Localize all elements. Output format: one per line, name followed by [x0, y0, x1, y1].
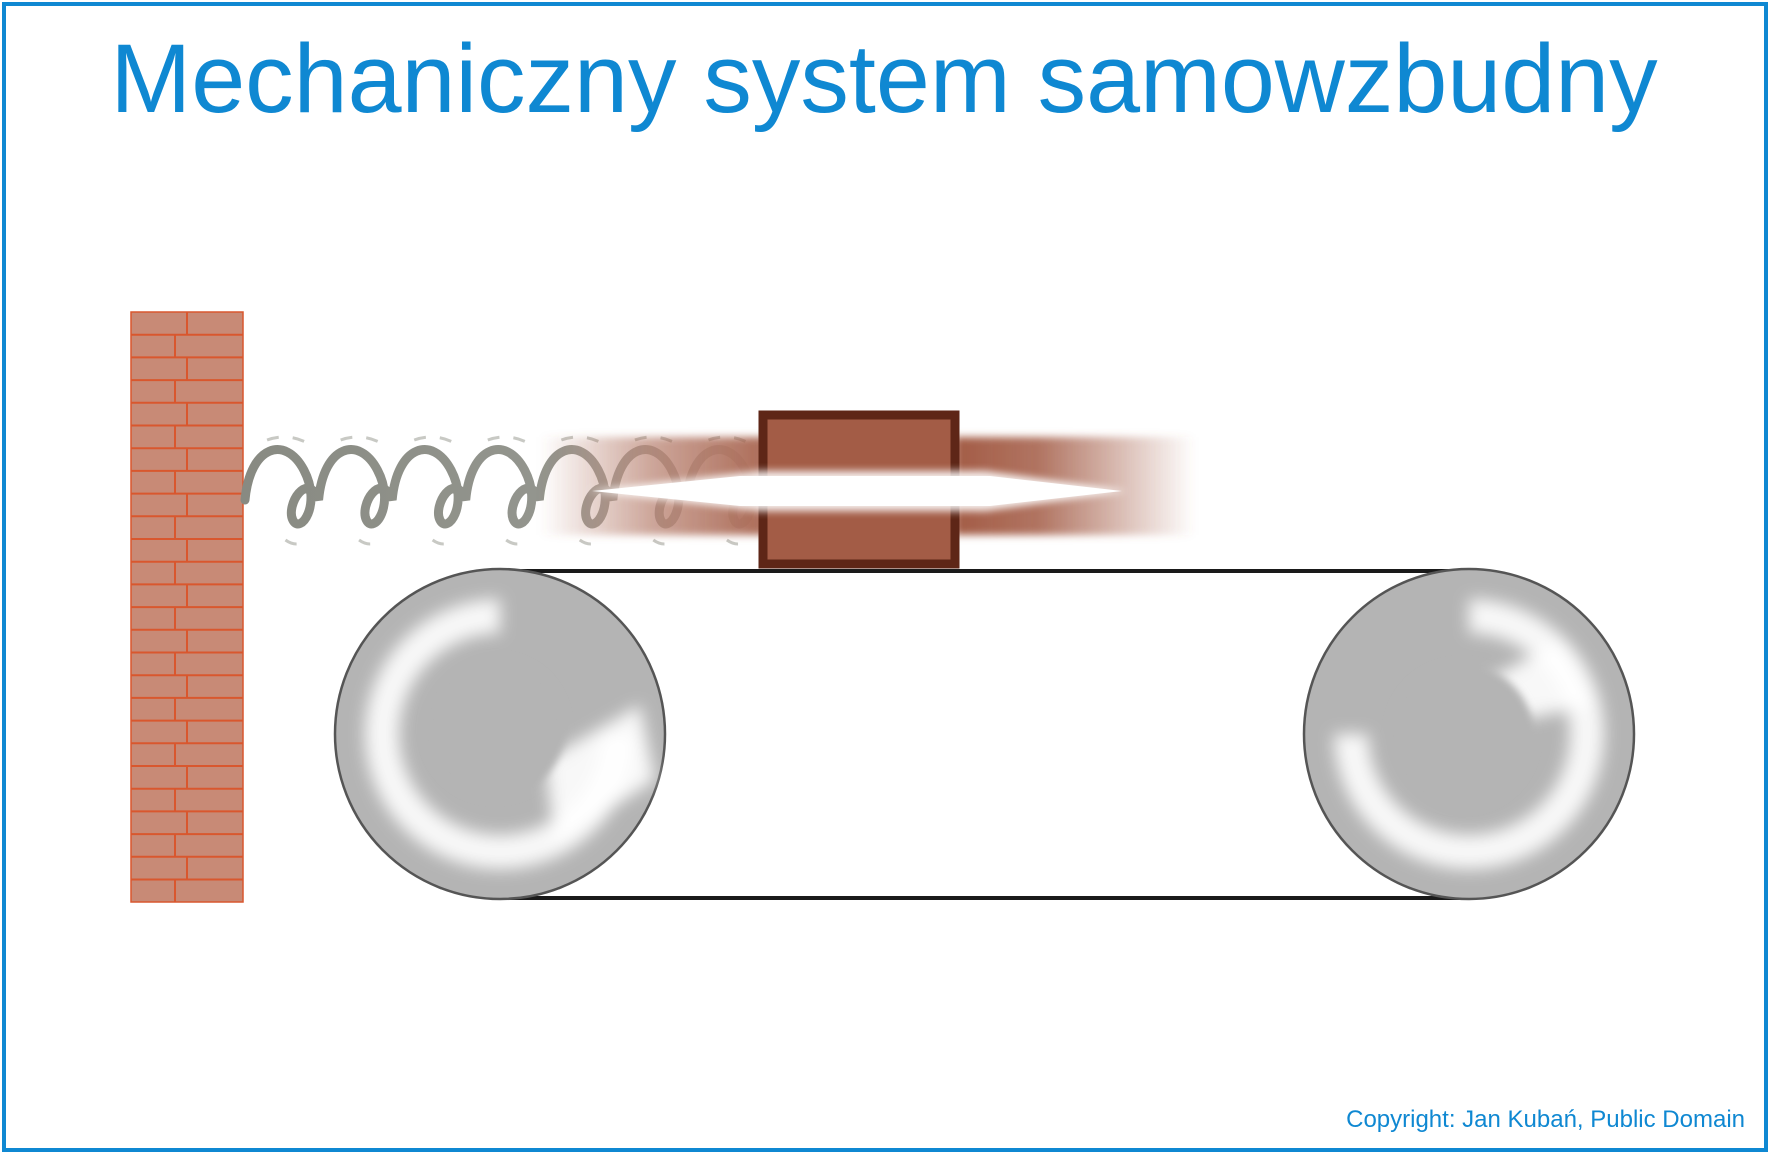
left-wheel — [333, 567, 667, 901]
page-title: Mechaniczny system samowzbudny — [110, 24, 1658, 133]
right-wheel — [1302, 567, 1636, 901]
brick-wall-icon — [130, 311, 244, 903]
conveyor-belt — [500, 569, 1468, 900]
rotation-arrow-icon — [365, 599, 655, 869]
double-arrow-icon — [588, 471, 1128, 511]
copyright-note: Copyright: Jan Kubań, Public Domain — [1346, 1106, 1745, 1133]
